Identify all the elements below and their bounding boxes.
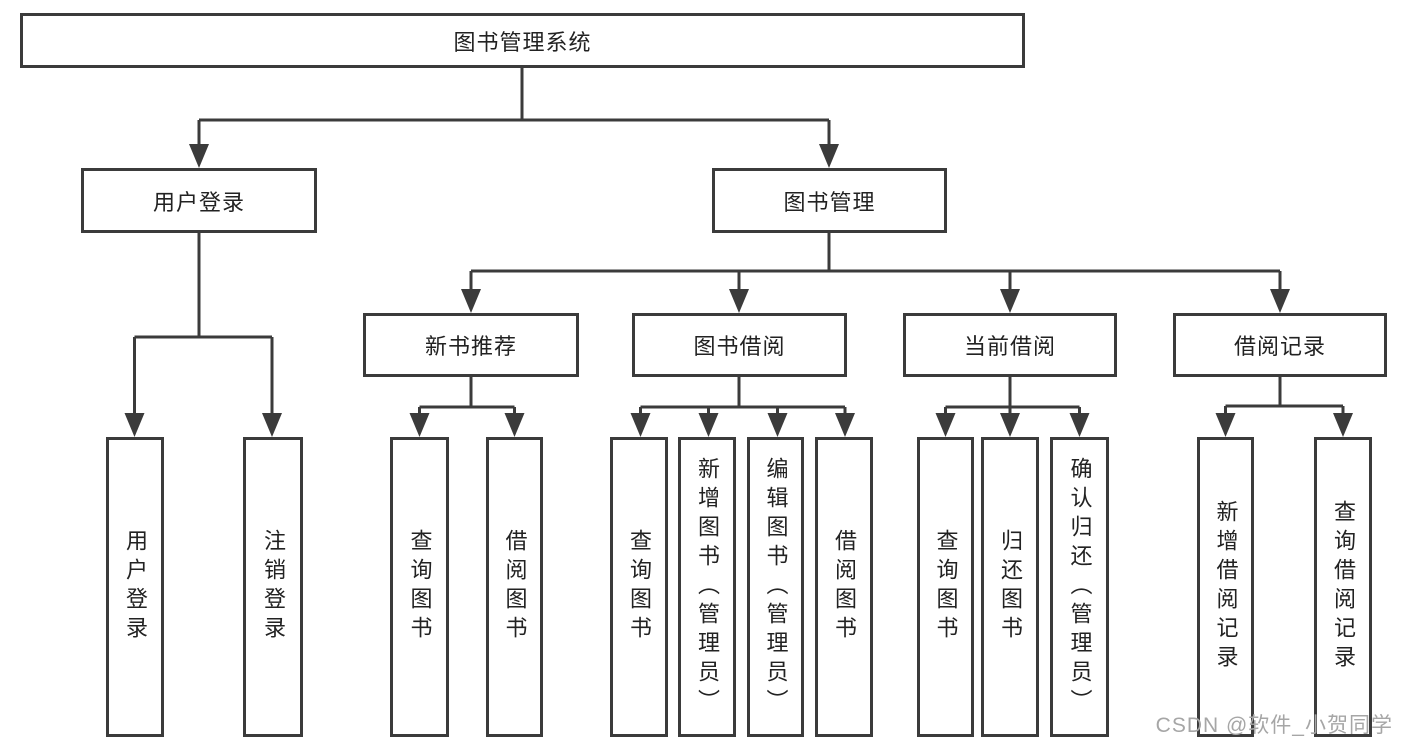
- arrowheads: [124, 144, 1353, 437]
- leaf-label: 新增借阅记录: [1213, 500, 1239, 674]
- leaf-edit-book-admin: 编辑图书（管理员）: [747, 437, 804, 737]
- node-label: 图书管理系统: [453, 29, 592, 55]
- node-label: 用户登录: [152, 189, 245, 215]
- node-book-borrowing: 图书借阅: [632, 313, 847, 377]
- leaf-label: 查询图书: [933, 529, 959, 645]
- leaf-query-books-current: 查询图书: [917, 437, 974, 737]
- leaf-label: 编辑图书（管理员）: [763, 456, 789, 718]
- leaf-label: 新增图书（管理员）: [695, 456, 720, 718]
- leaf-query-books-borrow: 查询图书: [610, 437, 668, 737]
- node-label: 当前借阅: [963, 334, 1056, 359]
- leaf-user-login: 用户登录: [106, 437, 164, 737]
- leaf-label: 借阅图书: [832, 529, 857, 645]
- leaf-label: 用户登录: [123, 529, 148, 645]
- node-user-login: 用户登录: [81, 168, 317, 233]
- leaf-logout: 注销登录: [243, 437, 303, 737]
- leaf-query-books-recommend: 查询图书: [390, 437, 449, 737]
- leaf-borrow-books: 借阅图书: [815, 437, 873, 737]
- leaf-add-book-admin: 新增图书（管理员）: [678, 437, 736, 737]
- node-borrowing-records: 借阅记录: [1173, 313, 1387, 377]
- node-root-system: 图书管理系统: [20, 13, 1025, 68]
- leaf-confirm-return-admin: 确认归还（管理员）: [1050, 437, 1109, 737]
- node-label: 借阅记录: [1233, 334, 1326, 359]
- node-new-book-recommend: 新书推荐: [363, 313, 579, 377]
- leaf-label: 注销登录: [261, 529, 286, 645]
- leaf-borrow-books-recommend: 借阅图书: [486, 437, 543, 737]
- node-current-borrowing: 当前借阅: [903, 313, 1117, 377]
- leaf-label: 查询图书: [627, 529, 652, 645]
- node-book-management: 图书管理: [712, 168, 947, 233]
- watermark: CSDN @软件_小贺同学: [1155, 714, 1393, 737]
- node-label: 图书借阅: [693, 334, 786, 359]
- leaf-label: 确认归还（管理员）: [1067, 456, 1093, 718]
- leaf-return-book: 归还图书: [981, 437, 1039, 737]
- node-label: 图书管理: [783, 189, 876, 215]
- leaf-add-borrow-record: 新增借阅记录: [1197, 437, 1254, 737]
- leaf-label: 查询图书: [407, 529, 433, 645]
- leaf-label: 借阅图书: [502, 529, 528, 645]
- leaf-label: 归还图书: [998, 529, 1023, 645]
- leaf-query-borrow-record: 查询借阅记录: [1314, 437, 1372, 737]
- leaf-label: 查询借阅记录: [1331, 500, 1356, 674]
- node-label: 新书推荐: [424, 334, 517, 359]
